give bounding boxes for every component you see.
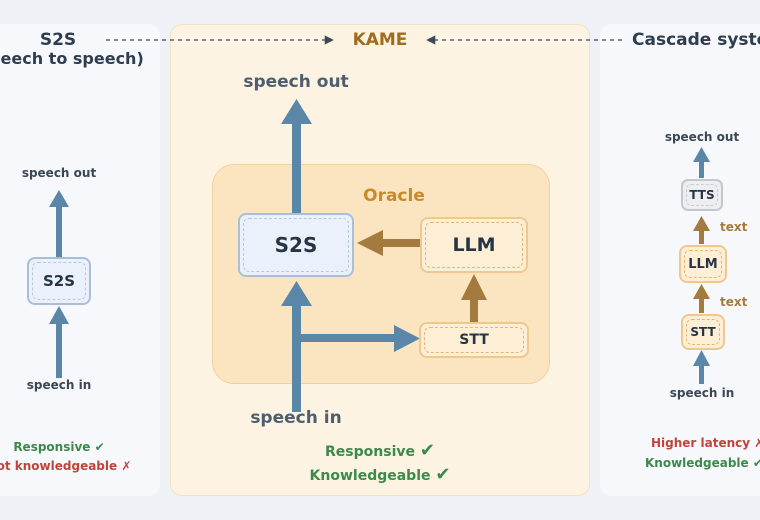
check-icon: ✔ bbox=[94, 440, 105, 454]
check-icon: ✔ bbox=[419, 440, 435, 461]
center-llm-box: LLM bbox=[420, 217, 528, 273]
right-prop-knowledgeable: Knowledgeable ✔ bbox=[645, 456, 760, 470]
center-arrow-to-stt bbox=[296, 325, 420, 352]
left-prop-responsive: Responsive ✔ bbox=[13, 440, 105, 454]
right-llm-box: LLM bbox=[679, 245, 727, 283]
left-arrow-up-out bbox=[49, 190, 69, 257]
check-icon: ✔ bbox=[435, 464, 451, 485]
left-prop-not-knowledgeable: Not knowledgeable ✗ bbox=[0, 459, 132, 473]
left-arrow-up-in bbox=[49, 306, 69, 378]
center-arrow-s2s-to-speech-out bbox=[281, 99, 312, 214]
oracle-label: Oracle bbox=[363, 186, 425, 206]
kame-title: KAME bbox=[352, 30, 408, 50]
left-speech-in: speech in bbox=[26, 378, 92, 392]
right-text-label-2: text bbox=[720, 295, 748, 309]
center-stt-box: STT bbox=[419, 322, 529, 358]
right-arrow-in-to-stt bbox=[693, 350, 710, 384]
right-prop-higher-latency: Higher latency ✗ bbox=[651, 436, 760, 450]
right-text-label-1: text bbox=[720, 220, 748, 234]
right-arrow-llm-to-tts bbox=[693, 216, 710, 244]
s2s-subtitle: (speech to speech) bbox=[0, 49, 144, 68]
left-speech-out: speech out bbox=[21, 166, 97, 180]
center-arrow-stt-to-llm bbox=[461, 274, 487, 322]
center-s2s-box: S2S bbox=[238, 213, 354, 277]
right-speech-in: speech in bbox=[669, 386, 735, 400]
center-arrow-llm-to-s2s bbox=[357, 230, 422, 256]
center-prop-responsive: Responsive ✔ bbox=[325, 440, 435, 461]
center-speech-in: speech in bbox=[250, 408, 342, 428]
left-s2s-box: S2S bbox=[27, 257, 91, 305]
right-arrow-stt-to-llm bbox=[693, 284, 710, 313]
right-arrow-tts-to-out bbox=[693, 147, 710, 178]
cross-icon: ✗ bbox=[754, 436, 760, 450]
right-tts-box: TTS bbox=[681, 179, 723, 211]
right-speech-out: speech out bbox=[664, 130, 740, 144]
cross-icon: ✗ bbox=[121, 459, 132, 473]
center-arrow-speech-in-to-s2s bbox=[281, 281, 312, 412]
center-prop-knowledgeable: Knowledgeable ✔ bbox=[309, 464, 451, 485]
right-stt-box: STT bbox=[681, 314, 725, 350]
s2s-title: S2S bbox=[39, 30, 77, 50]
center-speech-out: speech out bbox=[243, 72, 349, 92]
check-icon: ✔ bbox=[752, 456, 760, 470]
cascade-title: Cascade system bbox=[632, 30, 760, 50]
